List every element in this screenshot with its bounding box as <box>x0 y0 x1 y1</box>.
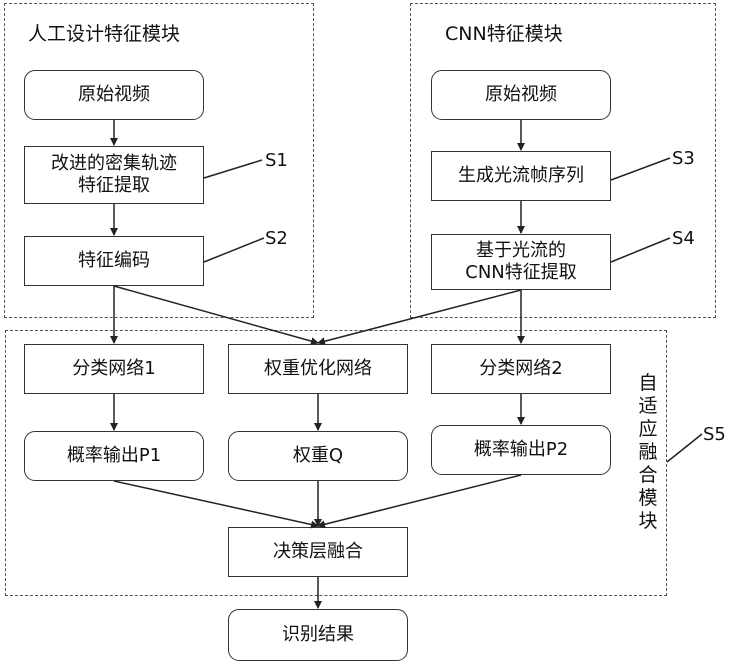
arrow-p1-to-decision <box>114 481 318 526</box>
leader-s1 <box>204 160 262 178</box>
arrow-cnn-to-weightnet <box>318 290 521 343</box>
leader-s3 <box>611 158 670 180</box>
leader-s2 <box>204 238 264 262</box>
arrow-p2-to-decision <box>318 475 521 526</box>
arrow-encoding-to-weightnet <box>114 286 318 343</box>
leader-s5 <box>667 434 702 462</box>
leader-s4 <box>611 238 670 262</box>
